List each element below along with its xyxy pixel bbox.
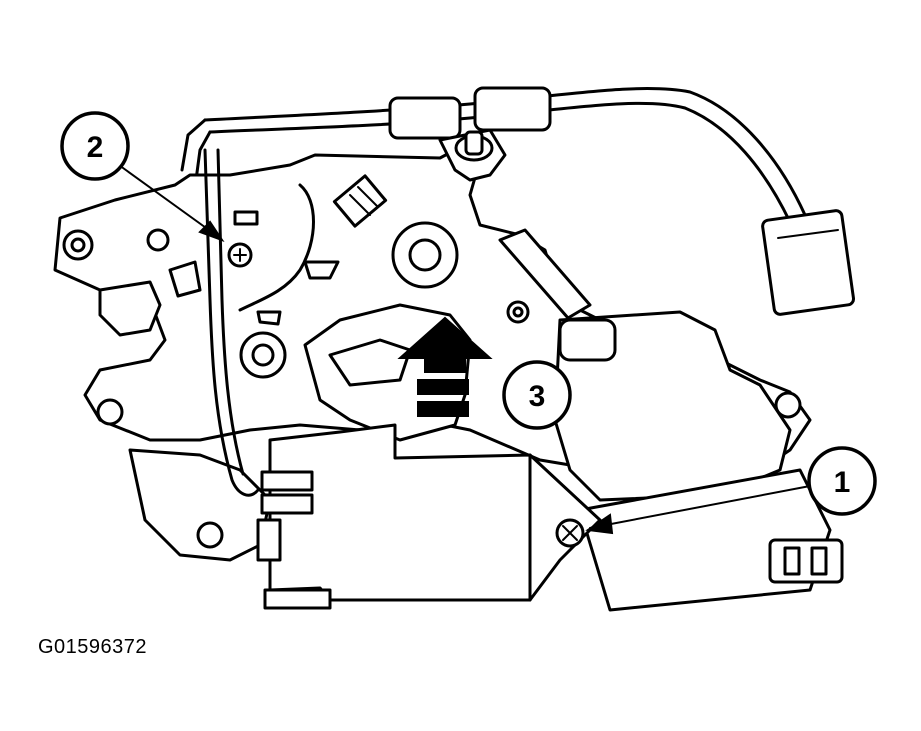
figure-id: G01596372 xyxy=(38,636,148,658)
actuator-housing xyxy=(553,310,844,612)
harness-connector xyxy=(761,209,856,316)
latch-detail-features xyxy=(98,174,388,337)
callout-1-label: 1 xyxy=(834,466,851,499)
leader-lines xyxy=(111,159,811,535)
lock-lever xyxy=(438,128,592,324)
callout-2: 2 xyxy=(60,111,130,181)
callout-3-label: 3 xyxy=(529,380,546,413)
rod-cable xyxy=(203,148,315,497)
callout-1: 1 xyxy=(807,446,877,516)
callout-3: 3 xyxy=(502,360,572,430)
direction-arrow xyxy=(397,316,493,417)
wire-harness xyxy=(180,86,807,224)
screw-2 xyxy=(227,242,253,268)
latch-lower-lobe xyxy=(128,448,272,562)
callout-2-label: 2 xyxy=(87,131,104,164)
screw-1 xyxy=(555,518,585,548)
